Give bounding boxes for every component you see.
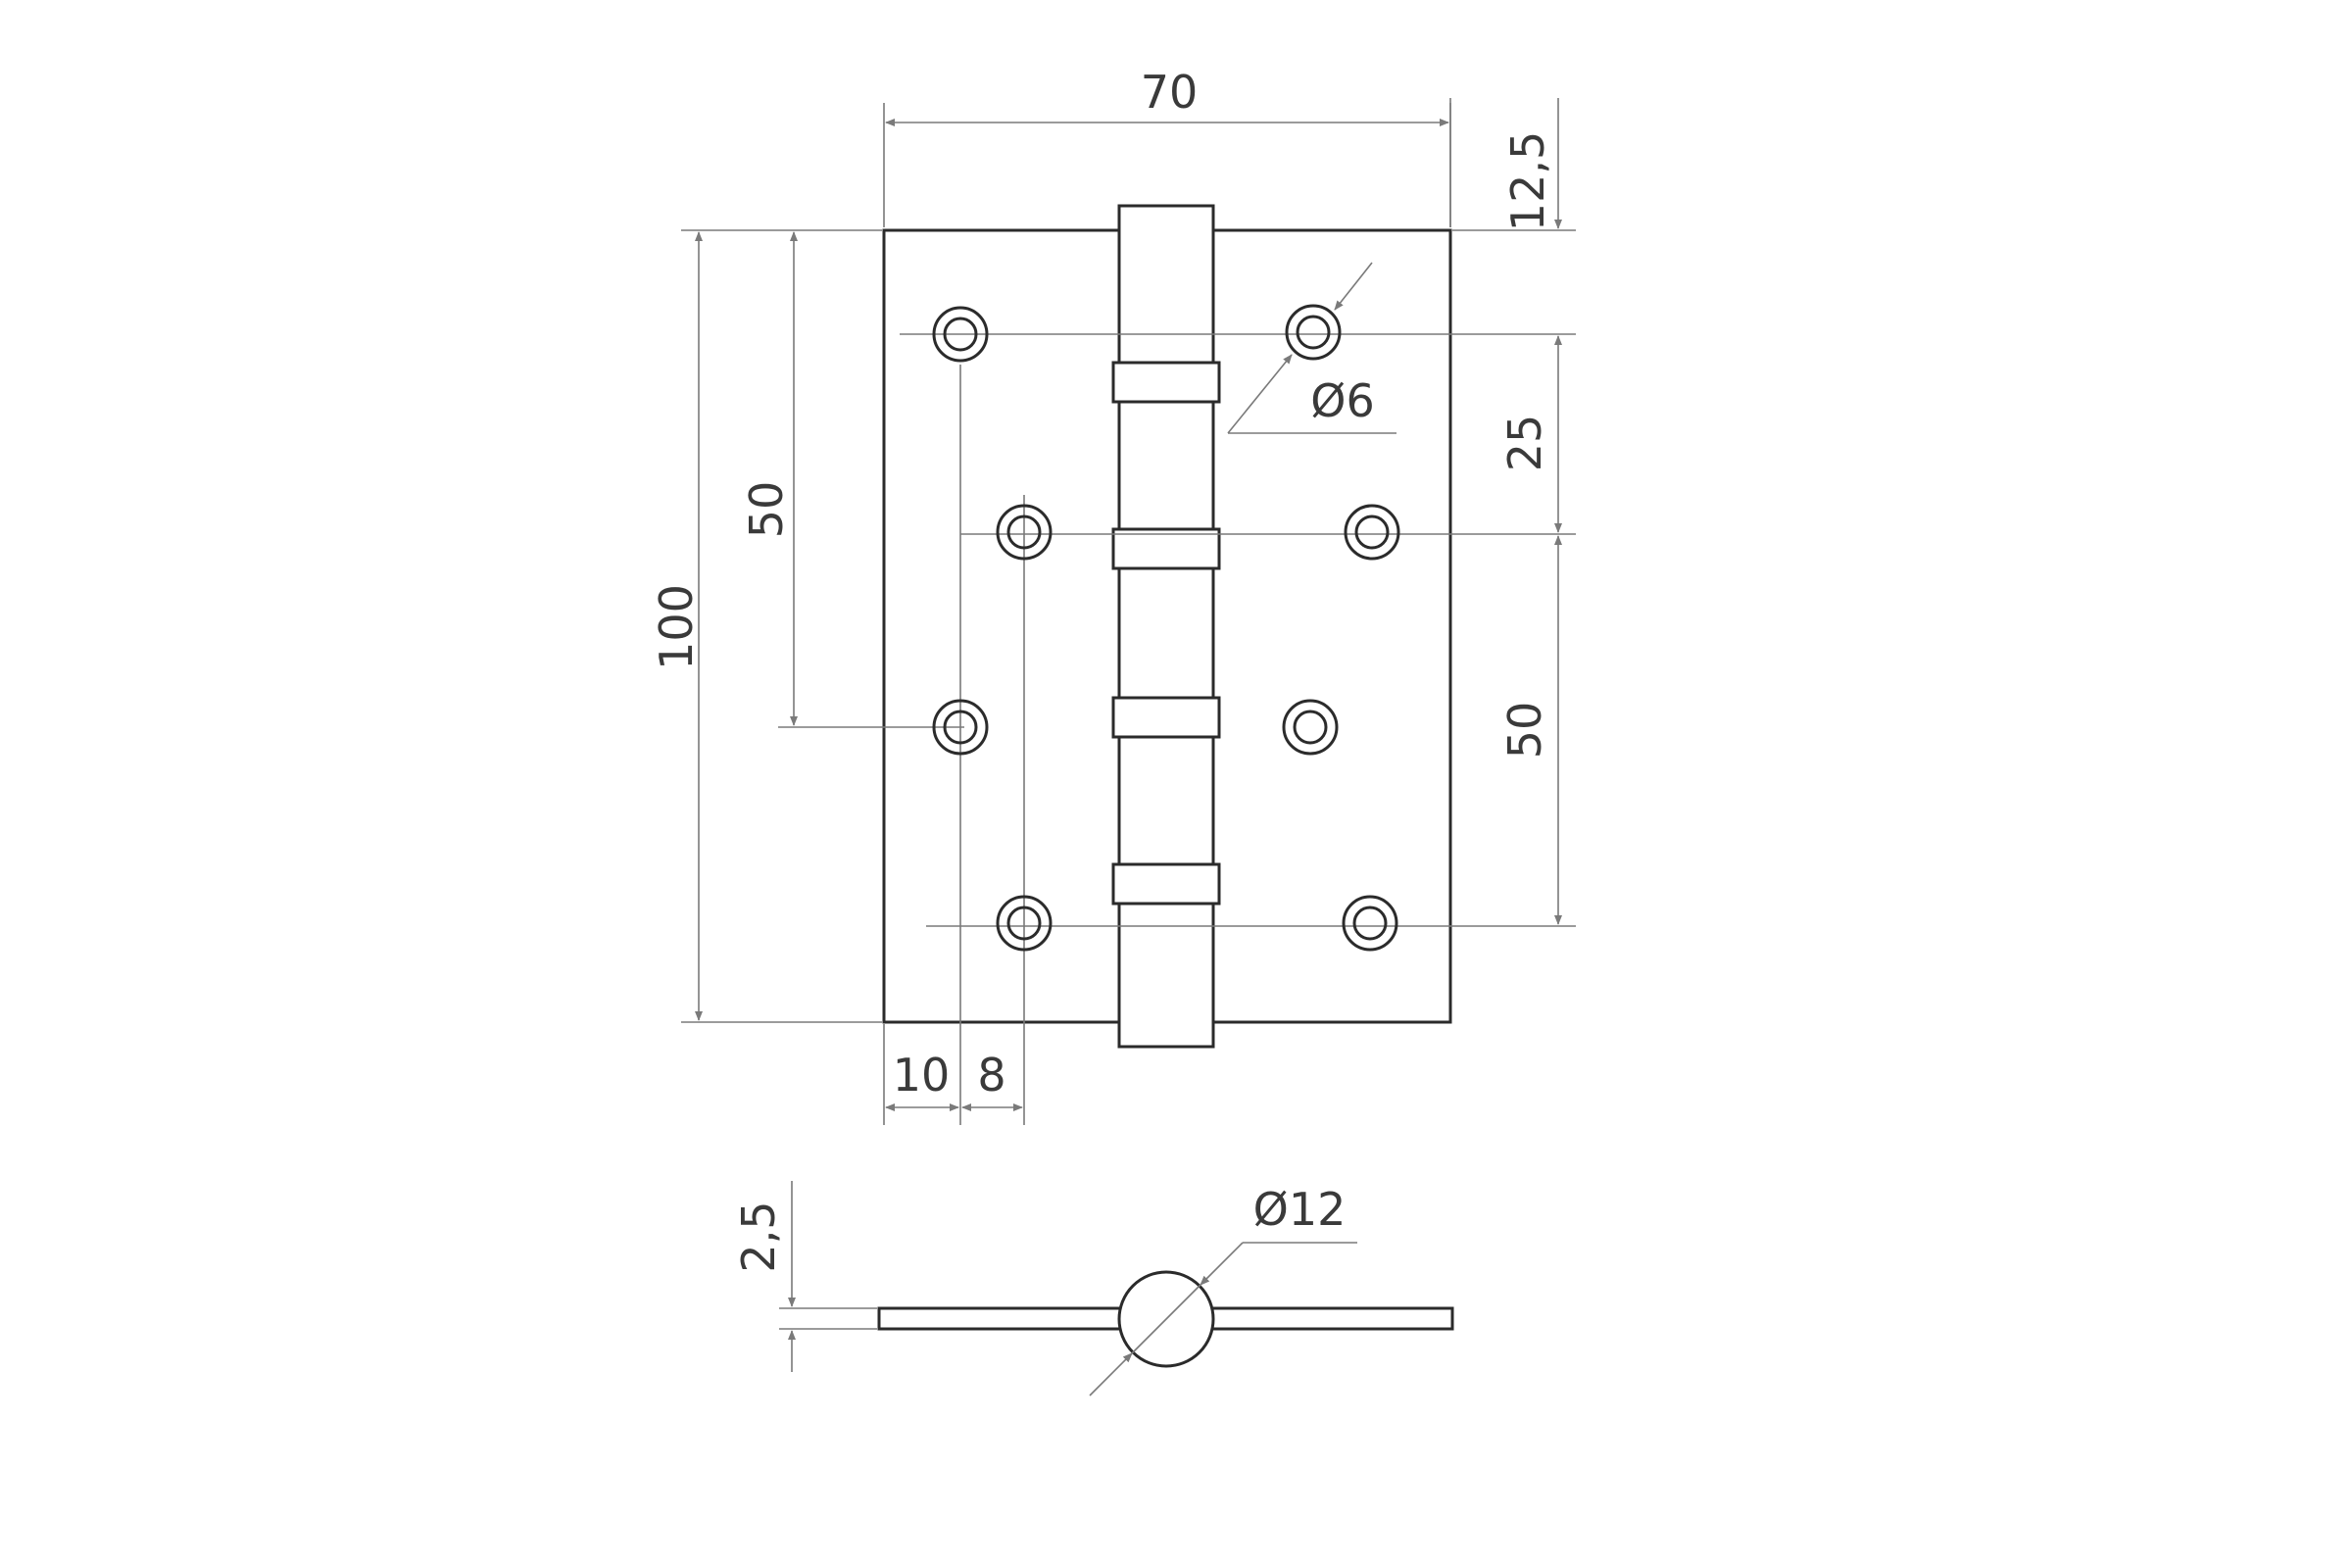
dim-right-hole-span: 50: [1498, 535, 1562, 925]
dim-hole-pitch: 25: [1498, 335, 1562, 533]
dim-hole-diameter: Ø6: [1227, 262, 1396, 434]
dim-knuckle-diameter: Ø12: [1089, 1183, 1357, 1396]
screw-hole: [1344, 504, 1400, 561]
screw-holes: [932, 304, 1400, 952]
dim-label-knuckle-diameter: Ø12: [1253, 1183, 1347, 1236]
dim-label-hole-diameter: Ø6: [1310, 374, 1374, 427]
dim-label-25: 25: [1498, 415, 1551, 472]
dim-label-10: 10: [893, 1049, 951, 1102]
hinge-knuckle: [1117, 204, 1215, 1049]
screw-hole: [932, 306, 989, 363]
side-view: 2,5 Ø12: [732, 1181, 1454, 1396]
dim-label-8: 8: [977, 1049, 1005, 1102]
dim-bottom-offsets: 10 8: [883, 1024, 1023, 1125]
screw-hole: [932, 699, 989, 756]
dim-overall-width: 70: [883, 66, 1451, 227]
knuckle-ring-2: [1111, 527, 1221, 570]
screw-hole: [1282, 699, 1339, 756]
screw-hole: [1285, 304, 1342, 361]
dim-label-50-left: 50: [740, 481, 793, 539]
dim-label-50-right: 50: [1498, 702, 1551, 760]
dim-overall-height: 100: [650, 229, 882, 1023]
dim-label-12-5: 12,5: [1501, 131, 1554, 231]
knuckle-ring-3: [1111, 696, 1221, 739]
dim-label-100: 100: [650, 584, 703, 670]
dim-top-offset: 12,5: [1449, 98, 1576, 231]
dim-left-hole-span: 50: [740, 231, 798, 726]
screw-hole: [1342, 895, 1398, 952]
knuckle-ring-1: [1111, 361, 1221, 404]
knuckle-ring-4: [1111, 862, 1221, 906]
screw-hole: [996, 895, 1053, 952]
screw-hole: [996, 504, 1053, 561]
dim-label-70: 70: [1141, 66, 1199, 119]
side-leaf-left: [877, 1306, 1126, 1331]
dim-plate-thickness: 2,5: [732, 1181, 877, 1372]
plan-view: 70 100 50 12,5 25 50: [650, 66, 1576, 1125]
side-leaf-right: [1205, 1306, 1454, 1331]
dim-label-2-5: 2,5: [732, 1200, 785, 1272]
